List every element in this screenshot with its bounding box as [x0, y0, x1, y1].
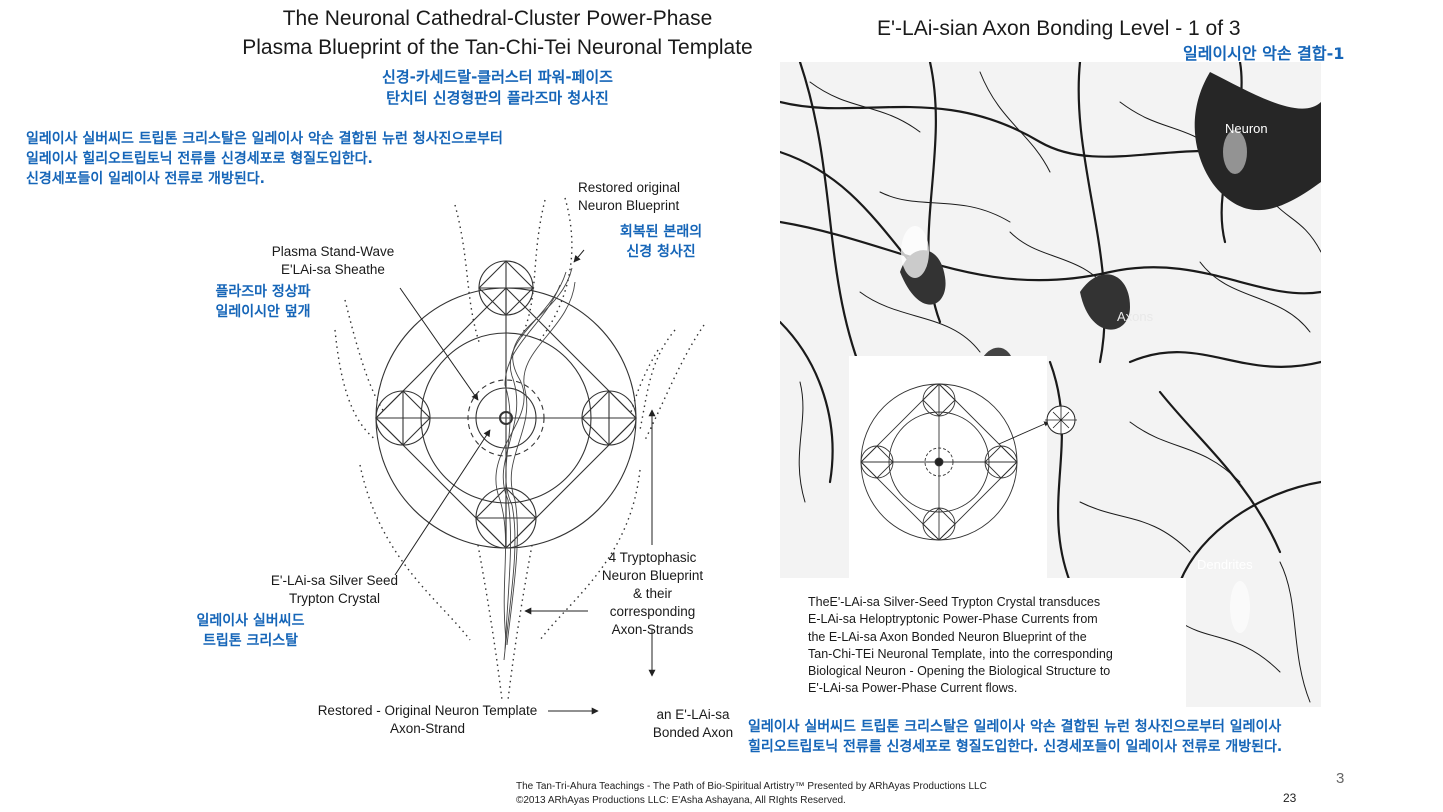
- diagram-title: The Neuronal Cathedral-Cluster Power-Pha…: [230, 4, 765, 62]
- node-right: [581, 390, 637, 446]
- intro-ko-line3: 신경세포들이 일레이사 전류로 개방된다.: [26, 171, 265, 187]
- caption-line: E'-LAi-sa Power-Phase Current flows.: [808, 681, 1018, 696]
- label-bonded-line1: an E'-LAi-sa: [656, 707, 730, 722]
- diagram-title-ko-line2: 탄치티 신경형판의 플라즈마 청사진: [386, 89, 609, 107]
- caption-text: TheE'-LAi-sa Silver-Seed Trypton Crystal…: [808, 594, 1178, 698]
- label-trypto-line4: Axon-Strands: [611, 622, 694, 637]
- trypton-crystal-spark: [1045, 404, 1077, 436]
- label-plasma-line1: Plasma Stand-Wave: [271, 244, 395, 259]
- bonding-level-title-korean: 일레이시안 악손 결합-1: [1183, 44, 1345, 63]
- label-plasma-sheathe: Plasma Stand-Wave E'LAi-sa Sheathe: [258, 243, 408, 279]
- label-plasma-ko-line1: 플라즈마 정상파: [215, 284, 311, 300]
- label-trypto-line1: 4 Tryptophasic: [608, 550, 697, 565]
- label-bonded-line2: Bonded Axon: [652, 725, 734, 740]
- label-restored-blueprint: Restored original Neuron Blueprint: [578, 179, 718, 215]
- intro-ko-line2: 일레이사 힐리오트립토닉 전류를 신경세포로 형질도입한다.: [26, 151, 373, 167]
- slide-number: 3: [1336, 770, 1345, 787]
- label-restored-line2: Neuron Blueprint: [578, 198, 680, 213]
- caption-korean: 일레이사 실버씨드 트립톤 크리스탈은 일레이사 악손 결합된 뉴런 청사진으로…: [748, 717, 1438, 757]
- label-plasma-ko-line2: 일레이시안 덮개: [215, 304, 311, 320]
- photo-label-neuron: Neuron: [1225, 121, 1268, 136]
- label-restored-ko-line1: 회복된 본래의: [619, 224, 703, 240]
- label-restored-line1: Restored original: [578, 180, 681, 195]
- label-template-axon: Restored - Original Neuron Template Axon…: [305, 702, 550, 738]
- caption-ko-line2: 힐리오트립토닉 전류를 신경세포로 형질도입한다. 신경세포들이 일레이사 전류…: [748, 739, 1283, 755]
- neuron-cell-body: [1194, 72, 1321, 211]
- caption-line: the E-LAi-sa Axon Bonded Neuron Blueprin…: [808, 629, 1087, 644]
- photo-label-axons: Axons: [1117, 309, 1154, 324]
- inset-template-diagram: [860, 383, 1077, 541]
- axon-strands: [495, 267, 576, 661]
- dotted-flows: [334, 197, 705, 701]
- label-template-line2: Axon-Strand: [389, 721, 466, 736]
- caption-line: E-LAi-sa Heloptryptonic Power-Phase Curr…: [808, 612, 1098, 627]
- label-tryptophasic: 4 Tryptophasic Neuron Blueprint & their …: [590, 549, 715, 639]
- footer-line1: The Tan-Tri-Ahura Teachings - The Path o…: [516, 781, 987, 792]
- neuronal-template-diagram: [334, 197, 705, 715]
- label-seed-ko-line1: 일레이사 실버씨드: [196, 613, 305, 629]
- footer-line2: ©2013 ARhAyas Productions LLC: E'Asha As…: [516, 795, 846, 806]
- node-top: [478, 260, 534, 316]
- node-bottom: [475, 487, 537, 549]
- node-center: [467, 379, 545, 457]
- label-restored-korean: 회복된 본래의 신경 청사진: [596, 222, 726, 262]
- page-number: 23: [1283, 791, 1297, 805]
- caption-line: Tan-Chi-TEi Neuronal Template, into the …: [808, 646, 1113, 661]
- label-seed-korean: 일레이사 실버씨드 트립톤 크리스탈: [178, 611, 323, 651]
- footer-credits: The Tan-Tri-Ahura Teachings - The Path o…: [516, 780, 1076, 808]
- bonding-level-title: E'-LAi-sian Axon Bonding Level - 1 of 3: [877, 17, 1241, 40]
- node-left: [375, 390, 431, 446]
- diagram-title-line1: The Neuronal Cathedral-Cluster Power-Pha…: [282, 7, 713, 30]
- caption-line: TheE'-LAi-sa Silver-Seed Trypton Crystal…: [808, 595, 1101, 609]
- label-seed-ko-line2: 트립톤 크리스탈: [202, 633, 299, 649]
- label-template-line1: Restored - Original Neuron Template: [317, 703, 538, 718]
- label-plasma-line2: E'LAi-sa Sheathe: [281, 262, 385, 277]
- neuron-network-illustration: [780, 62, 1321, 703]
- intro-ko-line1: 일레이사 실버씨드 트립톤 크리스탈은 일레이사 악손 결합된 뉴런 청사진으로…: [26, 131, 503, 147]
- diagram-title-line2: Plasma Blueprint of the Tan-Chi-Tei Neur…: [242, 36, 753, 59]
- diagram-title-ko-line1: 신경-카세드랄-클러스터 파워-페이즈: [382, 68, 613, 86]
- photo-label-dendrites: Dendrites: [1197, 557, 1253, 572]
- diagram-title-korean: 신경-카세드랄-클러스터 파워-페이즈 탄치티 신경형판의 플라즈마 청사진: [260, 67, 735, 109]
- caption-panel: [780, 578, 1186, 708]
- label-restored-ko-line2: 신경 청사진: [626, 244, 696, 260]
- label-silver-seed: E'-LAi-sa Silver Seed Trypton Crystal: [252, 572, 417, 608]
- intro-korean: 일레이사 실버씨드 트립톤 크리스탈은 일레이사 악손 결합된 뉴런 청사진으로…: [26, 129, 726, 189]
- label-trypto-line3: & their corresponding: [609, 586, 696, 619]
- label-seed-line1: E'-LAi-sa Silver Seed: [270, 573, 399, 588]
- caption-ko-line1: 일레이사 실버씨드 트립톤 크리스탈은 일레이사 악손 결합된 뉴런 청사진으로…: [748, 719, 1282, 735]
- label-plasma-korean: 플라즈마 정상파 일레이시안 덮개: [193, 282, 333, 322]
- label-trypto-line2: Neuron Blueprint: [601, 568, 704, 583]
- label-bonded-axon: an E'-LAi-sa Bonded Axon: [638, 706, 748, 742]
- label-seed-line2: Trypton Crystal: [288, 591, 381, 606]
- caption-line: Biological Neuron - Opening the Biologic…: [808, 664, 1111, 679]
